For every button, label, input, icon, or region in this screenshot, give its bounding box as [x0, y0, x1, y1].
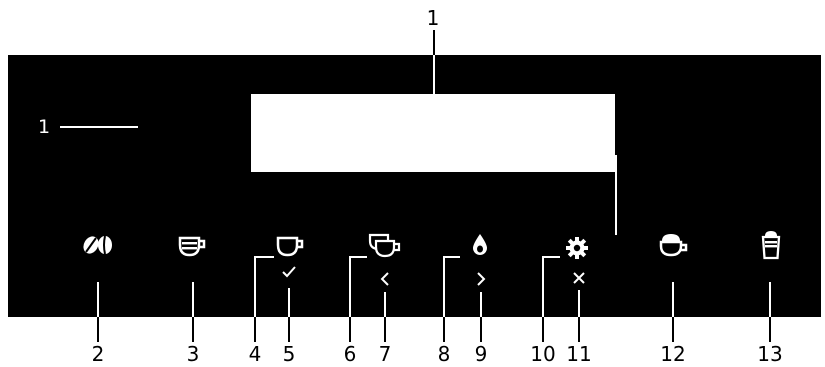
- label-2: 2: [91, 342, 105, 366]
- leader-11-inner: [578, 290, 580, 317]
- chevron-right-icon[interactable]: [476, 272, 486, 286]
- leader-9-outer: [480, 317, 482, 342]
- leader-12-inner: [672, 282, 674, 317]
- label-4: 4: [248, 342, 262, 366]
- label-7: 7: [378, 342, 392, 366]
- leader-9-inner: [480, 292, 482, 317]
- leader-display-left: [60, 126, 138, 128]
- leader-settings-horizontal: [542, 256, 560, 258]
- leader-4-outer: [254, 317, 256, 342]
- label-display-left: 1: [38, 116, 51, 138]
- coffee-beans-icon[interactable]: [81, 235, 115, 255]
- leader-3-inner: [192, 282, 194, 317]
- leader-7-outer: [384, 317, 386, 342]
- leader-6-outer: [349, 317, 351, 342]
- settings-gear-icon[interactable]: [565, 236, 589, 260]
- leader-11-outer: [578, 317, 580, 342]
- water-drop-icon[interactable]: [471, 233, 489, 257]
- leader-8-outer: [443, 317, 445, 342]
- leader-3-outer: [192, 317, 194, 342]
- leader-2-inner: [97, 282, 99, 317]
- leader-espresso-horizontal: [254, 256, 274, 258]
- confirm-check-icon[interactable]: [282, 266, 296, 278]
- leader-10-inner: [542, 256, 544, 317]
- leader-5-inner: [288, 288, 290, 317]
- ristretto-cup-icon[interactable]: [178, 236, 208, 258]
- leader-double-cup-horizontal: [349, 256, 367, 258]
- label-5: 5: [282, 342, 296, 366]
- leader-7-inner: [384, 292, 386, 317]
- cappuccino-cup-icon[interactable]: [659, 232, 689, 258]
- leader-8-inner: [443, 256, 445, 317]
- leader-12-outer: [672, 317, 674, 342]
- cancel-x-icon[interactable]: [573, 272, 585, 284]
- latte-glass-icon[interactable]: [761, 230, 781, 260]
- leader-10-outer: [542, 317, 544, 342]
- leader-2-outer: [97, 317, 99, 342]
- leader-13-inner: [769, 282, 771, 317]
- double-cup-icon[interactable]: [368, 233, 402, 259]
- leader-5-outer: [288, 317, 290, 342]
- leader-display-top-inner: [433, 55, 435, 94]
- espresso-cup-icon[interactable]: [276, 236, 306, 258]
- leader-display-top-outer: [433, 30, 435, 55]
- label-11: 11: [566, 342, 592, 366]
- leader-water-horizontal: [443, 256, 460, 258]
- leader-display-right: [615, 155, 617, 235]
- label-12: 12: [660, 342, 686, 366]
- leader-6-inner: [349, 256, 351, 317]
- label-9: 9: [474, 342, 488, 366]
- label-13: 13: [757, 342, 783, 366]
- label-10: 10: [530, 342, 556, 366]
- display-screen: [251, 94, 615, 172]
- chevron-left-icon[interactable]: [380, 272, 390, 286]
- label-6: 6: [343, 342, 357, 366]
- leader-13-outer: [769, 317, 771, 342]
- label-display-top: 1: [426, 6, 440, 30]
- label-3: 3: [186, 342, 200, 366]
- leader-4-inner: [254, 256, 256, 317]
- label-8: 8: [437, 342, 451, 366]
